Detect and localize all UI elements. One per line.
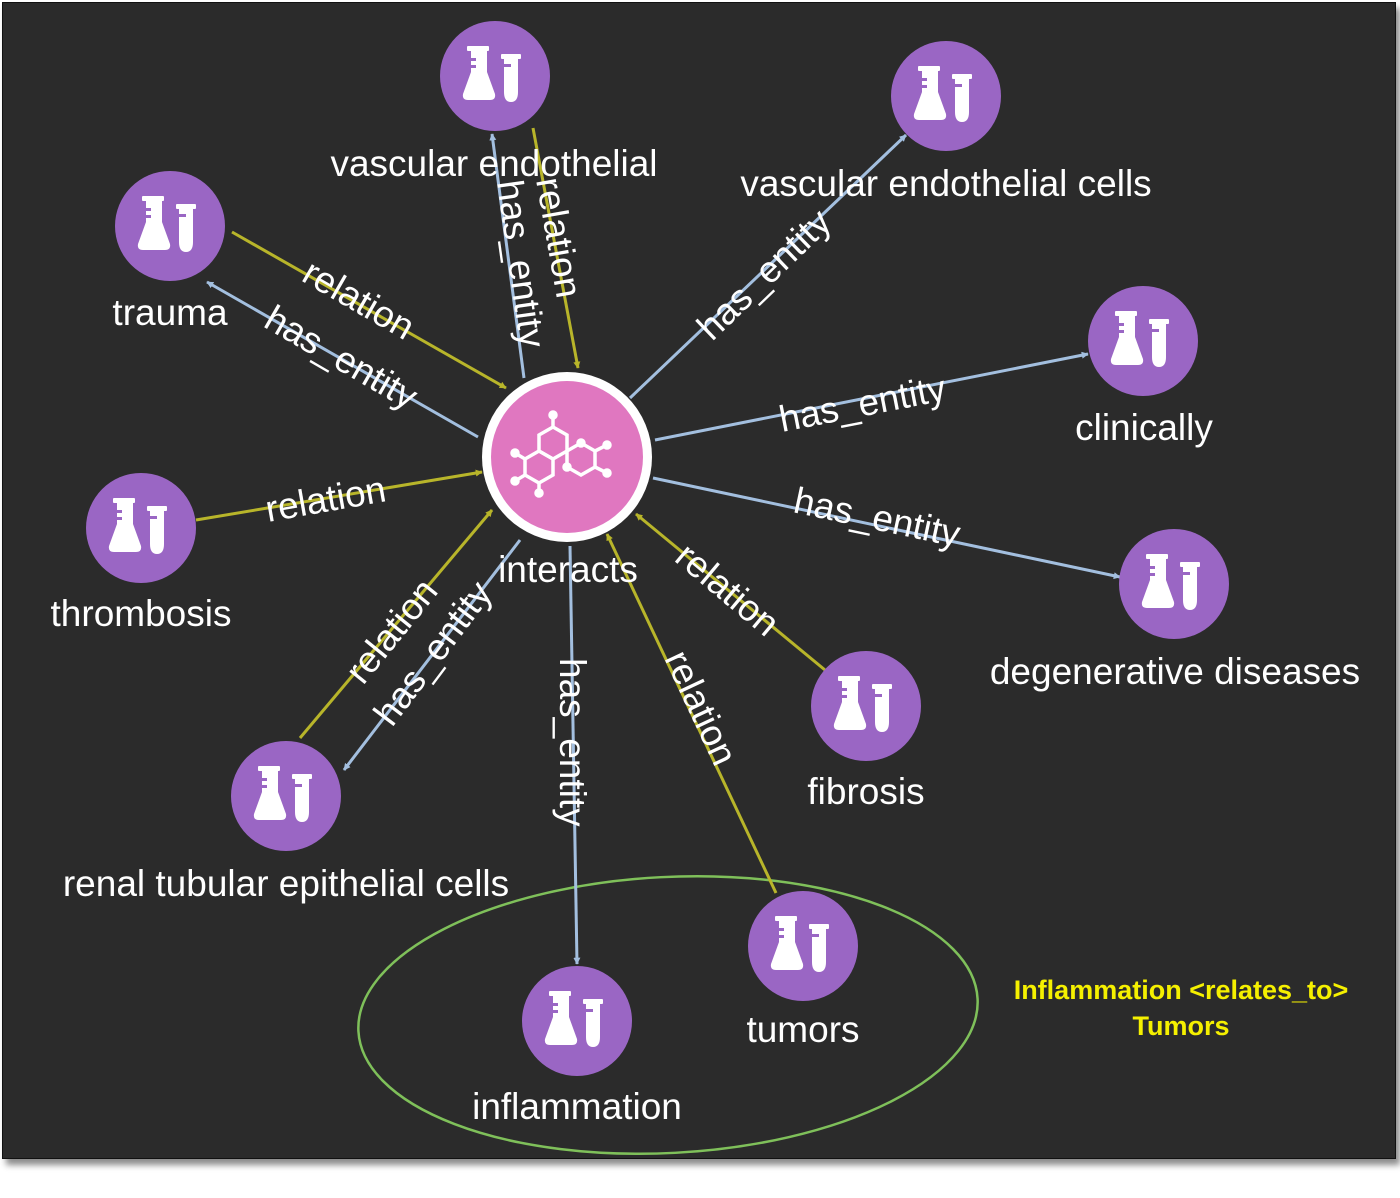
entity-node-thrombosis[interactable] bbox=[86, 473, 196, 583]
edge-label: has_entity bbox=[790, 480, 964, 555]
edge-has-entity-vascular-endothelial bbox=[489, 133, 526, 379]
entity-label-vascular-endothelial: vascular endothelial bbox=[330, 143, 657, 184]
edge-label: has_entity bbox=[776, 367, 950, 440]
edge-label: has_entity bbox=[689, 201, 839, 348]
entity-label-tumors: tumors bbox=[746, 1009, 859, 1050]
edge-label: relation bbox=[262, 468, 389, 529]
edge-relation-thrombosis bbox=[195, 469, 483, 522]
edge-has-entity-degenerative-diseases bbox=[652, 476, 1121, 580]
edge-has-entity-inflammation bbox=[568, 545, 581, 965]
entity-label-trauma: trauma bbox=[112, 292, 228, 333]
molecule-icon bbox=[510, 410, 612, 498]
entity-label-degenerative-diseases: degenerative diseases bbox=[990, 651, 1360, 692]
entity-node-vascular-endothelial-cells[interactable] bbox=[891, 41, 1001, 151]
entity-node-renal-tubular-epithelial-cells[interactable] bbox=[231, 741, 341, 851]
entity-node-tumors[interactable] bbox=[748, 891, 858, 1001]
edges bbox=[195, 127, 1121, 965]
entity-node-degenerative-diseases[interactable] bbox=[1119, 529, 1229, 639]
entity-label-renal-tubular-epithelial-cells: renal tubular epithelial cells bbox=[63, 863, 509, 904]
entity-label-fibrosis: fibrosis bbox=[807, 771, 924, 812]
edge-has-entity-renal bbox=[342, 539, 522, 771]
entity-node-inflammation[interactable] bbox=[522, 966, 632, 1076]
entity-label-thrombosis: thrombosis bbox=[51, 593, 232, 634]
center-node[interactable] bbox=[482, 372, 652, 542]
entity-label-vascular-endothelial-cells: vascular endothelial cells bbox=[740, 163, 1151, 204]
edge-label: relation bbox=[657, 644, 745, 771]
edge-relation-fibrosis bbox=[635, 512, 826, 672]
edge-relation-trauma bbox=[231, 230, 507, 390]
entity-node-vascular-endothelial[interactable] bbox=[440, 21, 550, 131]
edge-relation-vascular-endothelial bbox=[531, 127, 581, 369]
entity-node-clinically[interactable] bbox=[1088, 286, 1198, 396]
center-node-label: interacts bbox=[498, 549, 638, 590]
edge-label: has_entity bbox=[552, 658, 593, 827]
annotation-line1: Inflammation <relates_to> bbox=[1014, 975, 1349, 1005]
highlight-ellipse bbox=[357, 874, 979, 1156]
entity-node-trauma[interactable] bbox=[115, 171, 225, 281]
entity-label-clinically: clinically bbox=[1075, 407, 1213, 448]
edge-has-entity-vascular-endothelial-cells bbox=[628, 133, 908, 400]
edge-has-entity-clinically bbox=[654, 351, 1089, 442]
edge-label: relation bbox=[668, 535, 787, 644]
annotation-line2: Tumors bbox=[1132, 1011, 1229, 1041]
edge-has-entity-trauma bbox=[206, 280, 479, 439]
entity-label-inflammation: inflammation bbox=[472, 1086, 682, 1127]
entity-node-fibrosis[interactable] bbox=[811, 651, 921, 761]
edge-relation-tumors bbox=[605, 533, 778, 894]
edge-relation-renal bbox=[298, 509, 494, 739]
